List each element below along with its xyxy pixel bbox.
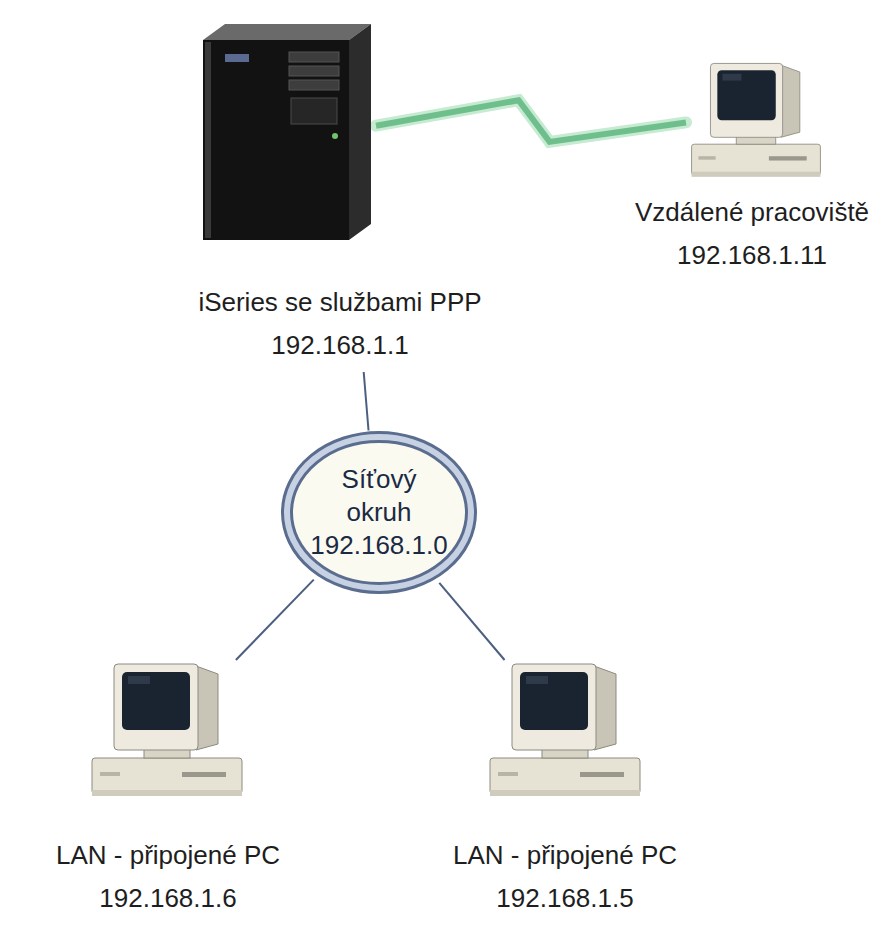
device-name: LAN - připojené PC [453,834,677,877]
device-name: Vzdálené pracoviště [635,191,869,234]
computer-icon [484,660,646,802]
pc-icon [490,664,640,796]
pc-icon [692,63,821,176]
pc-icon [92,664,242,796]
device-name: LAN - připojené PC [56,834,280,877]
lan-link [364,372,369,430]
computer-icon [86,660,248,802]
server-node: iSeries se službami PPP192.168.1.1 [191,18,486,369]
link-glow [376,100,686,142]
network-name: Síťový okruh [324,463,434,529]
workstation-node: Vzdálené pracoviště192.168.1.11 [631,60,873,279]
server-tower [203,24,371,240]
computer-icon [686,60,826,182]
lan-link [439,583,504,660]
ip-address: 192.168.1.1 [271,324,408,367]
server-icon [195,18,373,243]
dial-up-link [376,100,686,142]
ip-address: 192.168.1.6 [99,877,236,920]
lan-link [236,580,314,660]
network-ring: Síťový okruh192.168.1.0 [280,430,478,595]
ring-label-box: Síťový okruh192.168.1.0 [280,430,478,595]
ip-address: 192.168.1.5 [496,877,633,920]
ip-address: 192.168.1.11 [677,234,827,277]
ip-address: 192.168.1.0 [310,529,447,562]
pc-node: LAN - připojené PC192.168.1.6 [52,660,284,922]
pc-node: LAN - připojené PC192.168.1.5 [449,660,681,922]
device-name: iSeries se službami PPP [198,281,481,324]
